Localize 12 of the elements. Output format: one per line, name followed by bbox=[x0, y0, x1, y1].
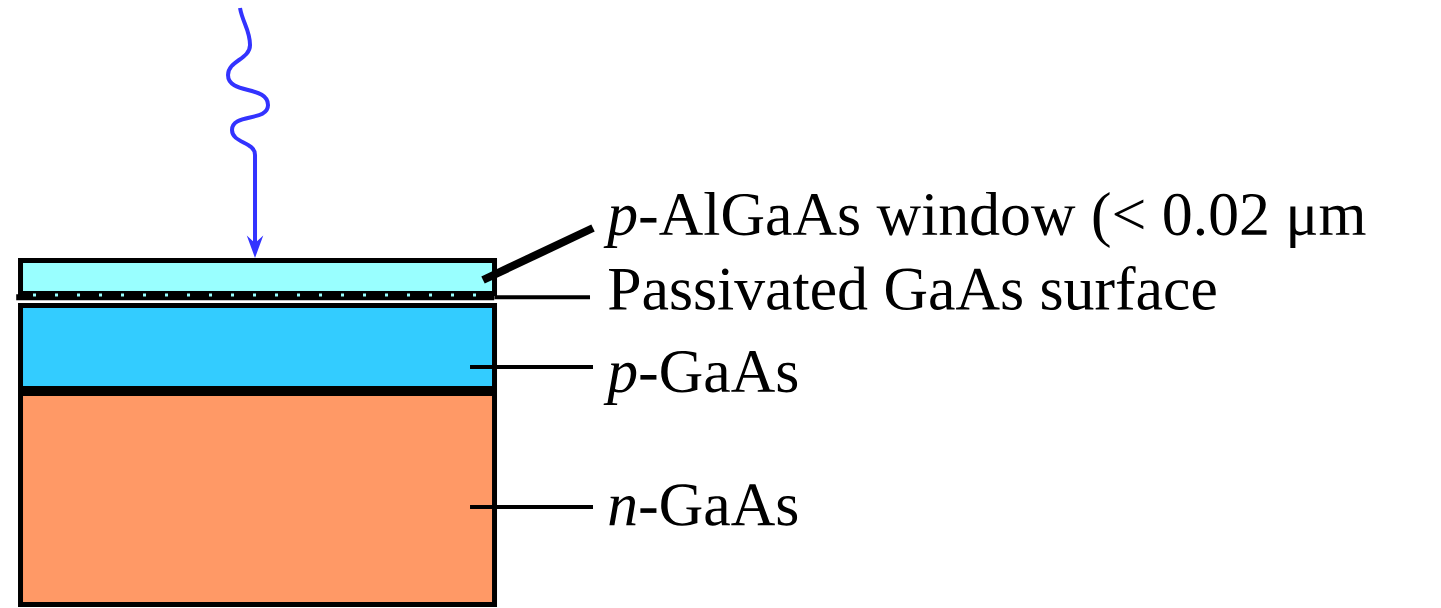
leader-line bbox=[494, 295, 590, 300]
layer-label: n-GaAs bbox=[609, 484, 798, 526]
leader-line bbox=[470, 505, 593, 509]
dashed-interface bbox=[16, 293, 495, 301]
layer-label: p-AlGaAs window (< 0.02 μm bbox=[603, 191, 1366, 248]
layer-label: Passivated GaAs surface bbox=[609, 265, 1216, 311]
layer bbox=[18, 258, 497, 296]
leader-line bbox=[470, 365, 593, 369]
leader-line bbox=[481, 224, 595, 284]
layer-label: p-GaAs bbox=[603, 351, 798, 405]
layer bbox=[18, 391, 497, 607]
layer bbox=[18, 303, 497, 391]
